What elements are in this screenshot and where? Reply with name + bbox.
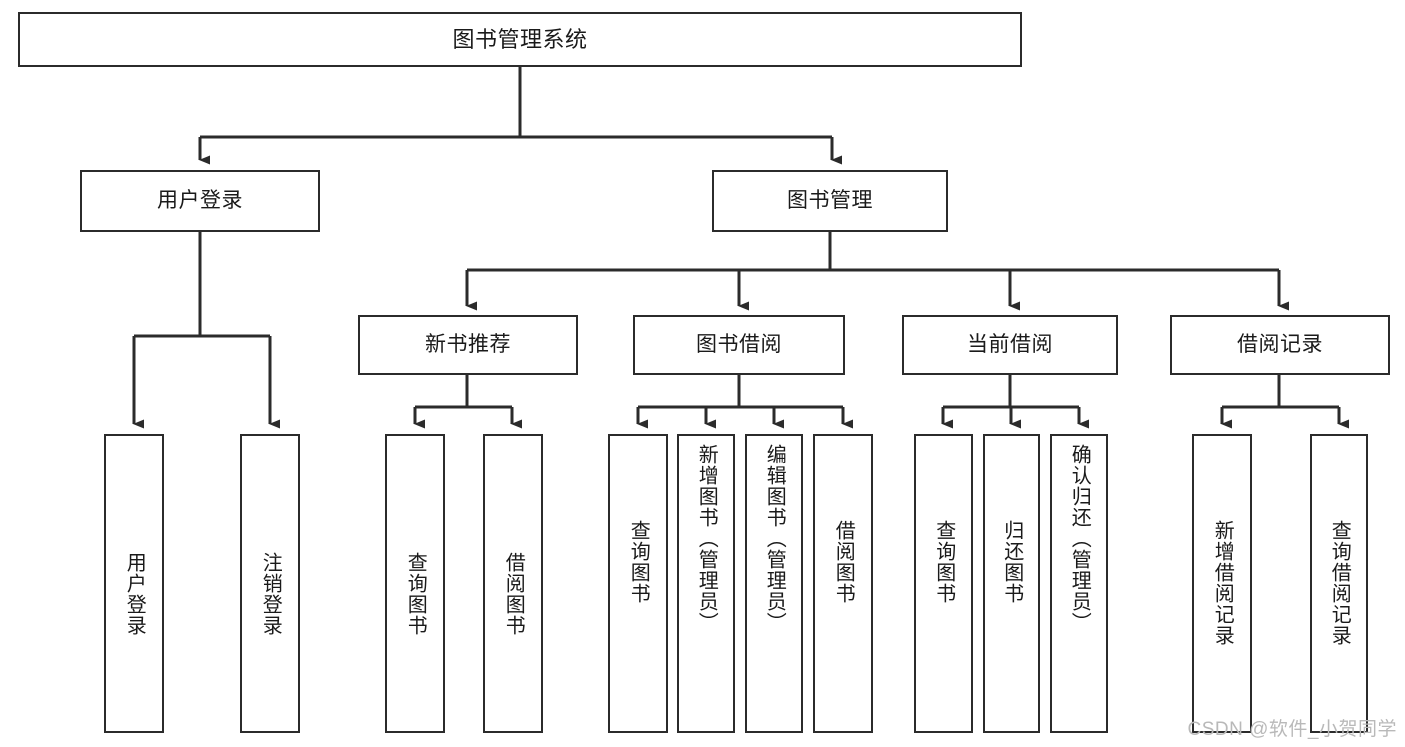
leaf-query-book-recommend[interactable]: 查询图书 bbox=[385, 434, 445, 733]
node-book-management[interactable]: 图书管理 bbox=[712, 170, 948, 232]
leaf-confirm-return-admin[interactable]: 确认归还（管理员） bbox=[1050, 434, 1108, 733]
leaf-user-login[interactable]: 用户登录 bbox=[104, 434, 164, 733]
leaf-add-borrow-record-label: 新增借阅记录 bbox=[1211, 520, 1234, 646]
leaf-user-login-label: 用户登录 bbox=[123, 552, 146, 636]
node-borrow-records-label: 借阅记录 bbox=[1237, 332, 1323, 356]
node-new-book-recommend-label: 新书推荐 bbox=[425, 332, 511, 356]
leaf-query-borrow-record-label: 查询借阅记录 bbox=[1328, 520, 1351, 646]
leaf-query-book-current-label: 查询图书 bbox=[932, 520, 955, 604]
leaf-logout-label: 注销登录 bbox=[259, 552, 282, 636]
node-user-login-label: 用户登录 bbox=[157, 188, 243, 212]
leaf-borrow-book-label: 借阅图书 bbox=[832, 520, 855, 604]
leaf-add-borrow-record[interactable]: 新增借阅记录 bbox=[1192, 434, 1252, 733]
leaf-return-book[interactable]: 归还图书 bbox=[983, 434, 1040, 733]
node-current-borrow[interactable]: 当前借阅 bbox=[902, 315, 1118, 375]
leaf-logout[interactable]: 注销登录 bbox=[240, 434, 300, 733]
leaf-edit-book-admin[interactable]: 编辑图书（管理员） bbox=[745, 434, 803, 733]
node-user-login[interactable]: 用户登录 bbox=[80, 170, 320, 232]
leaf-add-book-admin[interactable]: 新增图书（管理员） bbox=[677, 434, 735, 733]
leaf-query-book-recommend-label: 查询图书 bbox=[404, 552, 427, 636]
node-borrow-records[interactable]: 借阅记录 bbox=[1170, 315, 1390, 375]
node-root[interactable]: 图书管理系统 bbox=[18, 12, 1022, 67]
leaf-edit-book-admin-label: 编辑图书（管理员） bbox=[763, 444, 786, 633]
leaf-query-book-borrow[interactable]: 查询图书 bbox=[608, 434, 668, 733]
leaf-borrow-book-recommend[interactable]: 借阅图书 bbox=[483, 434, 543, 733]
leaf-borrow-book-recommend-label: 借阅图书 bbox=[502, 552, 525, 636]
leaf-return-book-label: 归还图书 bbox=[1000, 520, 1023, 604]
node-current-borrow-label: 当前借阅 bbox=[967, 332, 1053, 356]
leaf-query-book-borrow-label: 查询图书 bbox=[627, 520, 650, 604]
node-book-borrow-label: 图书借阅 bbox=[696, 332, 782, 356]
leaf-borrow-book[interactable]: 借阅图书 bbox=[813, 434, 873, 733]
node-root-label: 图书管理系统 bbox=[452, 26, 588, 52]
leaf-confirm-return-admin-label: 确认归还（管理员） bbox=[1068, 444, 1091, 633]
leaf-add-book-admin-label: 新增图书（管理员） bbox=[695, 444, 718, 633]
leaf-query-book-current[interactable]: 查询图书 bbox=[914, 434, 973, 733]
node-book-management-label: 图书管理 bbox=[787, 188, 873, 212]
node-new-book-recommend[interactable]: 新书推荐 bbox=[358, 315, 578, 375]
watermark: CSDN @软件_小贺同学 bbox=[1187, 719, 1397, 740]
leaf-query-borrow-record[interactable]: 查询借阅记录 bbox=[1310, 434, 1368, 733]
node-book-borrow[interactable]: 图书借阅 bbox=[633, 315, 845, 375]
